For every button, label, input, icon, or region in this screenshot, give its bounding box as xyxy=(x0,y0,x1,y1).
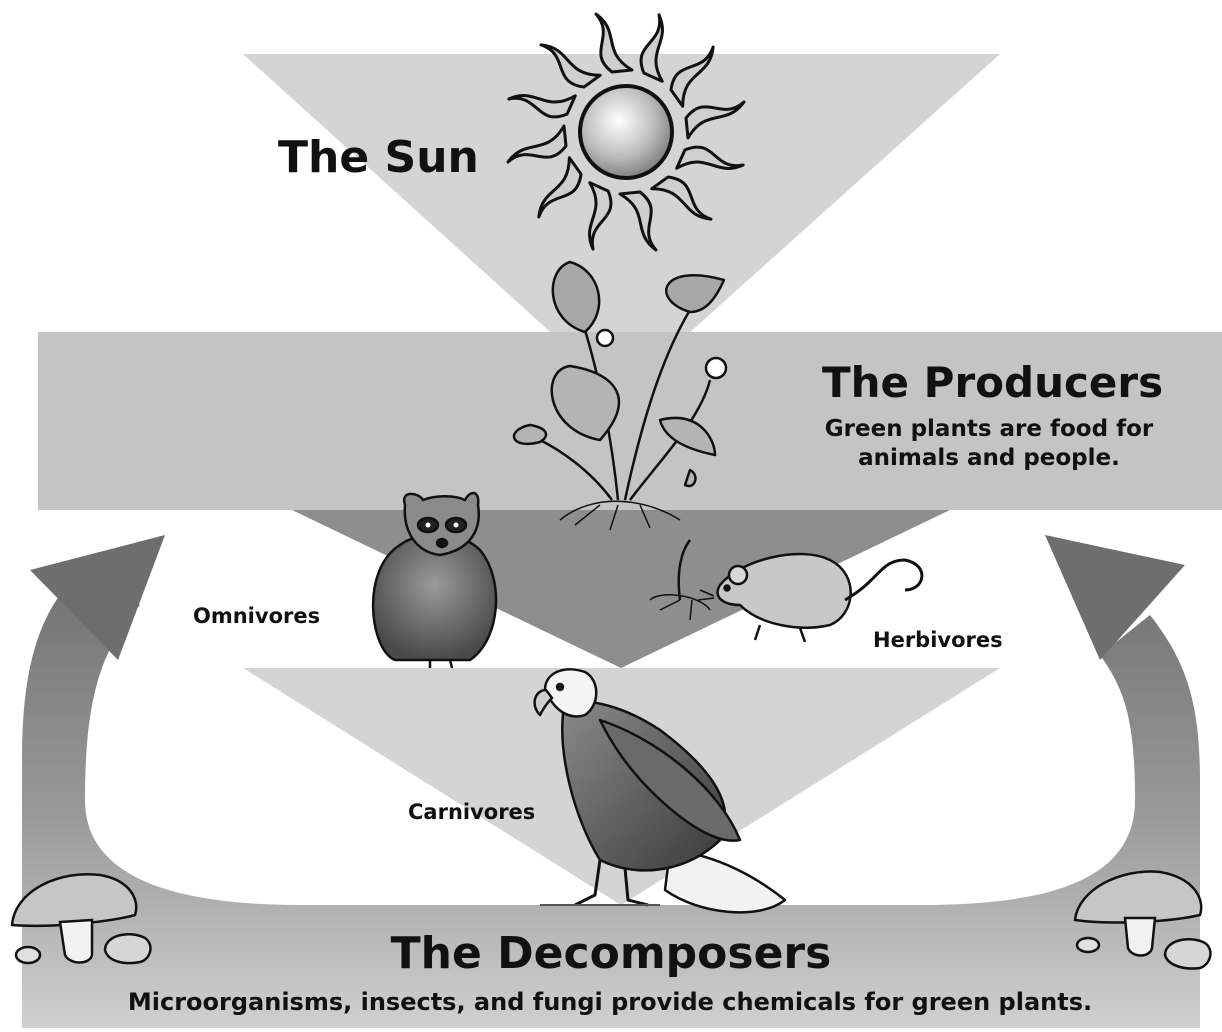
sun-title: The Sun xyxy=(278,132,479,183)
sun-energy-triangle xyxy=(243,54,1000,395)
decomposer-cycle-arc xyxy=(22,535,1200,1028)
mouse-icon xyxy=(697,552,924,643)
producers-title: The Producers xyxy=(822,358,1164,407)
plant-icon xyxy=(512,260,728,621)
mushroom-icon xyxy=(10,873,152,965)
herbivores-label: Herbivores xyxy=(873,628,1003,652)
mushroom-icon xyxy=(1073,870,1212,970)
sun-icon xyxy=(506,12,746,252)
decomposers-subtitle: Microorganisms, insects, and fungi provi… xyxy=(127,988,1093,1016)
left-arrowhead xyxy=(30,535,165,660)
right-arrowhead xyxy=(1045,535,1185,660)
omnivores-label: Omnivores xyxy=(193,604,321,628)
producers-subtitle: Green plants are food for animals and pe… xyxy=(824,416,1154,471)
eagle-icon xyxy=(533,668,787,914)
carnivores-label: Carnivores xyxy=(408,800,536,824)
raccoon-icon xyxy=(371,491,498,669)
decomposers-title: The Decomposers xyxy=(390,928,832,979)
